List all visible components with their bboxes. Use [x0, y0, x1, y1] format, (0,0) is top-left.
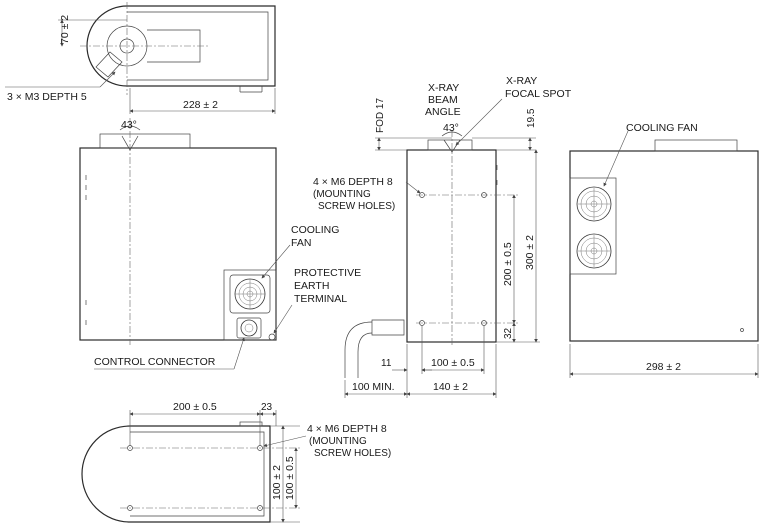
earth-terminal-label-2: EARTH	[294, 280, 329, 292]
side-view-angle: 43°	[443, 122, 459, 134]
earth-terminal-label-1: PROTECTIVE	[294, 267, 361, 279]
top-view-screw-note: 3 × M3 DEPTH 5	[7, 91, 87, 103]
side-view-holes-v-dim: 200 ± 0.5	[502, 242, 514, 286]
rear-fan-top-icon	[576, 186, 612, 222]
front-view-angle: 43°	[121, 119, 137, 131]
front-view: 43° COOLING FAN PROTECTIVE EARTH TERMINA…	[79, 118, 361, 370]
top-view-width-dim: 228 ± 2	[183, 99, 218, 111]
side-view-height-dim: 300 ± 2	[524, 235, 536, 270]
control-connector-label: CONTROL CONNECTOR	[94, 356, 216, 368]
rear-cooling-fan-label: COOLING FAN	[626, 122, 698, 134]
rear-view-width-dim: 298 ± 2	[646, 361, 681, 373]
rear-view: COOLING FAN 298 ± 2	[569, 122, 759, 378]
side-view-left-dim: 11	[381, 358, 392, 369]
side-view-clearance-dim: 100 MIN.	[352, 381, 395, 393]
beam-angle-label-3: ANGLE	[425, 106, 461, 118]
bottom-view-width-dim: 100 ± 2	[271, 465, 283, 500]
bottom-mounting-note-3: SCREW HOLES)	[314, 448, 391, 459]
side-mounting-note-2: (MOUNTING	[313, 189, 371, 200]
side-view-holes-h-dim: 100 ± 0.5	[431, 357, 475, 369]
bottom-view: 200 ± 0.5 23 4 × M6 DEPTH 8 (MOUNTING SC…	[81, 401, 391, 523]
side-mounting-note-1: 4 × M6 DEPTH 8	[313, 176, 393, 188]
side-view-fod: FOD 17	[375, 98, 386, 133]
side-view-top-dim: 19.5	[526, 108, 537, 128]
top-view-height-dim: 70 ± 2	[59, 15, 71, 44]
control-connector-icon	[236, 317, 262, 339]
front-cooling-fan-label-2: FAN	[291, 237, 311, 249]
side-view-bottom-dim: 32	[503, 327, 514, 339]
front-fan-icon	[229, 274, 271, 314]
focal-spot-label-1: X-RAY	[506, 75, 537, 87]
front-cooling-fan-label-1: COOLING	[291, 224, 339, 236]
bottom-view-edge-dim: 23	[261, 402, 273, 413]
side-view: 43° FOD 17 X-RAY BEAM ANGLE X-RAY FOCAL …	[313, 75, 572, 398]
bottom-view-holes-v-dim: 100 ± 0.5	[284, 456, 296, 500]
earth-terminal-icon	[268, 333, 276, 341]
focal-spot-label-2: FOCAL SPOT	[505, 88, 572, 100]
rear-fan-bottom-icon	[576, 233, 612, 269]
top-view: 70 ± 2 228 ± 2 3 × M3 DEPTH 5	[5, 2, 276, 114]
bottom-mounting-note-1: 4 × M6 DEPTH 8	[307, 423, 387, 435]
side-mounting-note-3: SCREW HOLES)	[318, 201, 395, 212]
bottom-mounting-note-2: (MOUNTING	[309, 436, 367, 447]
beam-angle-label-2: BEAM	[428, 94, 458, 106]
beam-angle-label-1: X-RAY	[428, 82, 459, 94]
earth-terminal-label-3: TERMINAL	[294, 293, 347, 305]
side-view-width-dim: 140 ± 2	[433, 381, 468, 393]
bottom-view-holes-dim: 200 ± 0.5	[173, 401, 217, 413]
